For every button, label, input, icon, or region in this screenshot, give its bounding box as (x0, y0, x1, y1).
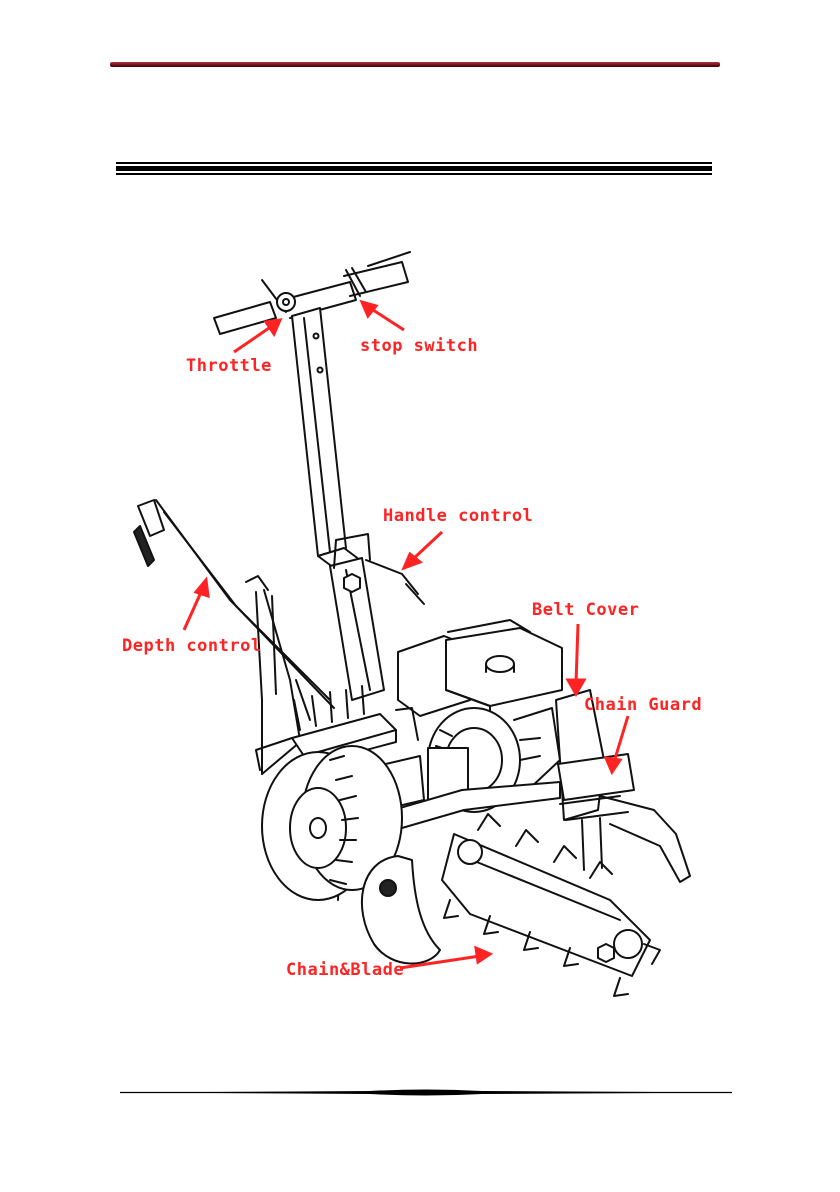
disc-guard (362, 856, 440, 964)
throttle-label: Throttle (186, 356, 272, 376)
chain-guard-label: Chain Guard (584, 695, 702, 715)
handle-column (292, 308, 424, 700)
chain-guard (558, 754, 690, 882)
stop-switch-label: stop switch (360, 336, 478, 356)
footer-rule (120, 1088, 732, 1098)
chain-blade-label: Chain&Blade (286, 960, 404, 980)
belt-cover-label: Belt Cover (532, 600, 639, 620)
chain-blade (442, 814, 660, 996)
handle-control-label: Handle control (383, 506, 533, 526)
depth-control-label: Depth control (122, 636, 262, 656)
